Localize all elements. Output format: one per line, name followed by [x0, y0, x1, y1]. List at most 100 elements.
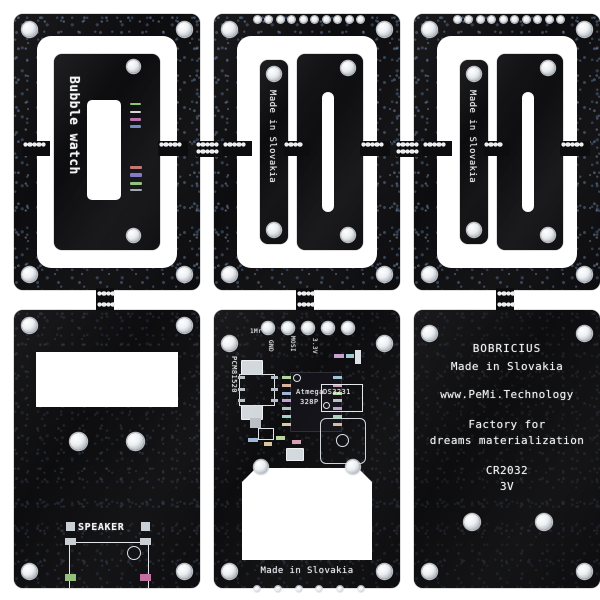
silk-slogan-line-1: Factory for — [468, 418, 546, 431]
silk-mark — [130, 182, 142, 185]
mousebite-holes — [424, 143, 445, 147]
mounting-hole — [177, 22, 192, 37]
mousebite-holes — [24, 143, 45, 147]
lcd-window-cutout — [36, 352, 178, 407]
mousebite-holes — [397, 150, 418, 154]
header-pin — [262, 322, 274, 334]
footprint-outline — [258, 428, 274, 440]
mounting-hole — [341, 228, 355, 242]
passive-component — [346, 354, 354, 358]
mousebite-holes — [485, 143, 502, 147]
mounting-hole — [267, 223, 281, 237]
mounting-hole — [422, 22, 437, 37]
silk-label-atmega: Atmega — [296, 388, 324, 396]
mousebite-holes — [98, 303, 115, 307]
mounting-hole — [22, 564, 37, 579]
battery-center-mark — [336, 434, 349, 447]
mounting-hole — [127, 229, 140, 242]
mounting-hole — [577, 326, 592, 341]
mcu-legs-left — [282, 376, 291, 426]
standoff-hole-right — [536, 514, 552, 530]
logo-mark — [250, 418, 261, 428]
mounting-hole — [177, 564, 192, 579]
silk-speaker-label: SPEAKER — [78, 522, 125, 533]
silk-slogan-line-2: dreams materialization — [429, 434, 585, 447]
mounting-hole — [577, 564, 592, 579]
inner-plate-bubble-watch: Bubble watch — [54, 54, 160, 250]
castellated-edge-top — [454, 16, 564, 23]
silk-bubble-watch: Bubble watch — [66, 76, 81, 175]
silk-mark — [130, 166, 142, 169]
rtc-pin1-marker — [323, 402, 330, 409]
slot-cutout — [522, 92, 534, 212]
inner-strip-left: Made in Slovakia — [460, 60, 488, 244]
mounting-hole — [346, 460, 360, 474]
speaker-pad-tr — [140, 538, 151, 545]
mounting-hole — [467, 223, 481, 237]
mousebite-holes — [160, 143, 181, 147]
mounting-hole — [422, 326, 437, 341]
button-hole-left — [70, 433, 87, 450]
mousebite-holes — [197, 143, 218, 147]
component-switch — [286, 448, 304, 461]
silk-mark — [130, 103, 141, 105]
silk-mark — [130, 125, 141, 128]
header-pin — [302, 322, 314, 334]
battery-window-cutout — [242, 468, 372, 560]
header-pin — [322, 322, 334, 334]
silk-mark — [130, 189, 142, 191]
mounting-hole — [341, 61, 355, 75]
mounting-hole — [422, 267, 437, 282]
speaker-pad-br — [140, 574, 151, 581]
silk-mark — [130, 111, 141, 113]
mousebite-holes — [197, 150, 218, 154]
castellated-edge-top — [254, 16, 364, 23]
button-hole-right — [127, 433, 144, 450]
silk-label-328p: 328P — [300, 398, 319, 406]
mounting-hole — [377, 564, 392, 579]
speaker-pad-tl — [65, 538, 76, 545]
regulator-legs-right — [271, 376, 278, 402]
castellated-edge-bottom — [254, 586, 364, 592]
mousebite-holes — [362, 143, 383, 147]
regulator-legs-left — [238, 376, 245, 402]
silk-label-3v3: 3.3V — [311, 338, 318, 355]
speaker-pad-bl — [65, 574, 76, 581]
silk-label-ds3231: DS3231 — [323, 388, 351, 396]
mounting-hole — [254, 460, 268, 474]
board-bottom-left[interactable]: SPEAKER — [14, 310, 200, 588]
mousebite-holes — [98, 292, 115, 296]
mounting-hole — [22, 318, 37, 333]
passive-component — [264, 442, 272, 446]
silk-label-1mr: 1Mr — [250, 328, 263, 335]
mousebite-holes — [498, 303, 515, 307]
mounting-hole — [541, 228, 555, 242]
mcu-pin1-marker — [293, 374, 301, 382]
mousebite-holes — [298, 292, 315, 296]
display-cutout — [87, 100, 121, 200]
mounting-hole — [222, 267, 237, 282]
passive-component — [292, 440, 301, 444]
board-bottom-center[interactable]: 1Mr GND MOSI 3.3V PCM81520 Atmega 328P — [214, 310, 400, 588]
mousebite-holes — [298, 303, 315, 307]
silk-website: www.PeMi.Technology — [440, 388, 574, 401]
silk-mark — [130, 173, 142, 177]
mousebite-holes — [397, 143, 418, 147]
silk-made-in-slovakia: Made in Slovakia — [267, 90, 277, 184]
mousebite-holes — [498, 292, 515, 296]
speaker-footprint-outline — [69, 542, 149, 588]
mounting-hole — [177, 318, 192, 333]
inner-strip-left: Made in Slovakia — [260, 60, 288, 244]
mounting-hole — [222, 22, 237, 37]
board-bottom-right[interactable]: BOBRICIUS Made in Slovakia www.PeMi.Tech… — [414, 310, 600, 588]
mousebite-holes — [224, 143, 245, 147]
mounting-hole — [377, 267, 392, 282]
mcu-legs-right — [333, 376, 342, 426]
header-pin — [342, 322, 354, 334]
passive-component — [334, 354, 344, 358]
mounting-hole — [222, 336, 237, 351]
silk-label-gnd: GND — [267, 340, 274, 353]
mounting-hole — [22, 267, 37, 282]
mounting-hole — [577, 267, 592, 282]
standoff-hole-left — [464, 514, 480, 530]
